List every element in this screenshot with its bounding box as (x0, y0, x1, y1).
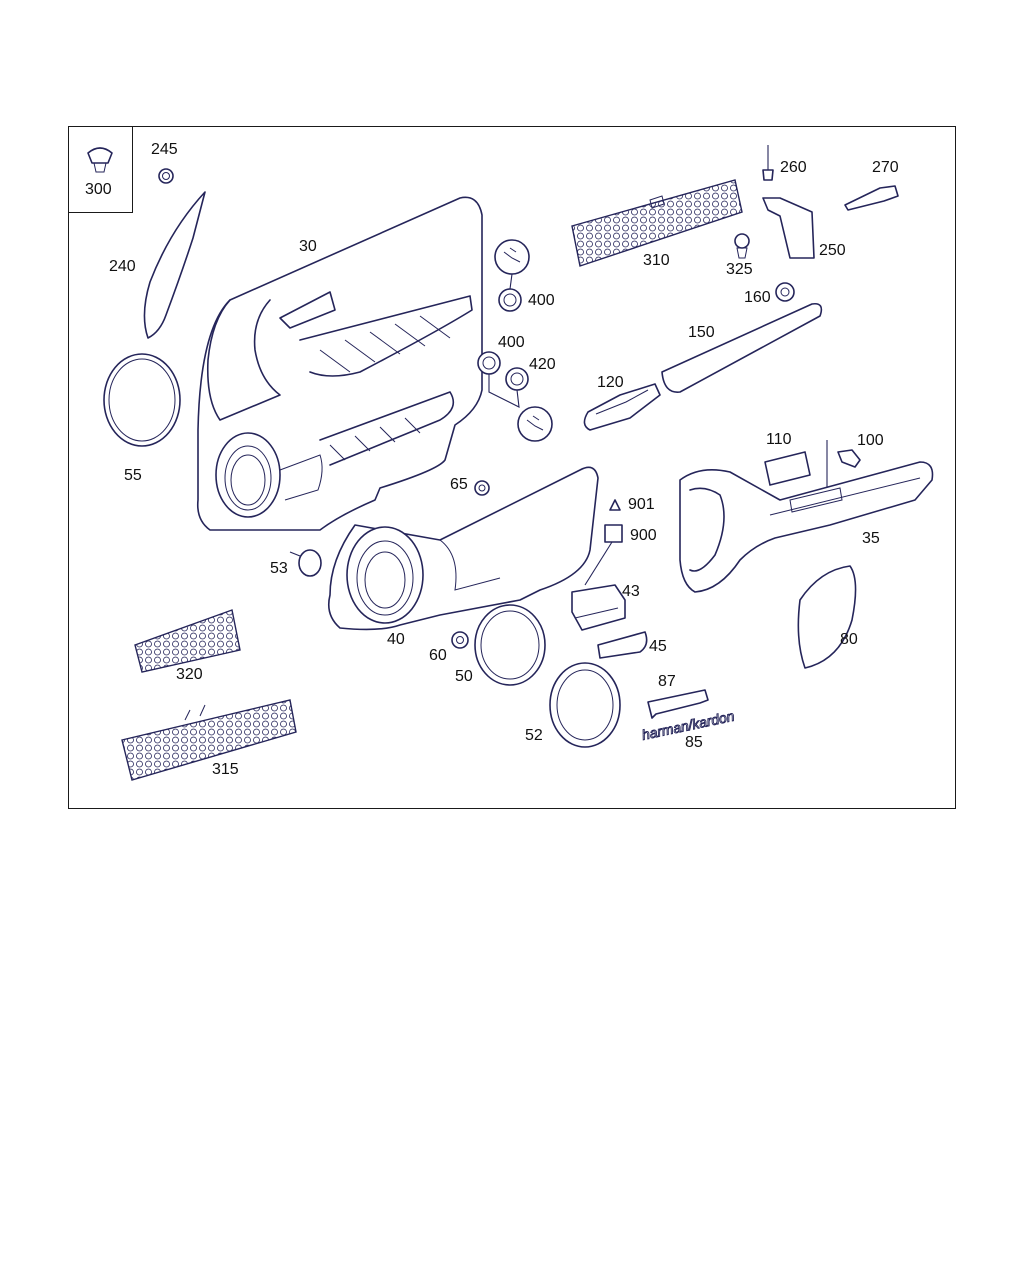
label-part-400-upper: 400 (528, 292, 555, 309)
part-110-cover (764, 451, 811, 486)
label-part-43: 43 (622, 583, 640, 600)
label-part-400-lower: 400 (498, 334, 525, 351)
label-part-53: 53 (270, 560, 288, 577)
label-part-55: 55 (124, 467, 142, 484)
label-part-901: 901 (628, 496, 655, 513)
part-52-speaker-ring (549, 662, 621, 748)
label-part-100: 100 (857, 432, 884, 449)
part-270-rivet (844, 185, 899, 211)
part-245-screw (158, 168, 174, 184)
label-part-300: 300 (85, 181, 112, 198)
part-55-speaker-seal (103, 353, 181, 447)
label-part-245: 245 (151, 141, 178, 158)
label-part-110: 110 (766, 431, 792, 448)
part-35-armrest-trim (679, 461, 934, 593)
part-901-900-connectors (604, 499, 623, 543)
part-60-clip (451, 631, 469, 649)
label-part-80: 80 (840, 631, 858, 648)
label-part-35: 35 (862, 530, 880, 547)
part-150-trim-strip (661, 302, 823, 393)
label-part-260: 260 (780, 159, 807, 176)
label-part-45: 45 (649, 638, 667, 655)
part-100-screw (826, 440, 861, 490)
part-260-pin (762, 145, 774, 181)
part-325-screw (734, 233, 750, 259)
part-315-long-grille (121, 699, 297, 781)
label-part-320: 320 (176, 666, 203, 683)
part-43-switch-module (571, 541, 626, 631)
label-part-87: 87 (658, 673, 676, 690)
label-part-900: 900 (630, 527, 657, 544)
part-320-lower-grille (134, 609, 241, 673)
label-part-30: 30 (299, 238, 317, 255)
part-45-switch-trim (597, 631, 648, 659)
part-40-lower-door-panel (327, 466, 599, 631)
part-80-cover (797, 565, 857, 669)
label-part-325: 325 (726, 261, 753, 278)
part-30-door-panel (196, 196, 483, 531)
label-part-250: 250 (819, 242, 846, 259)
label-part-310: 310 (643, 252, 670, 269)
label-part-240: 240 (109, 258, 136, 275)
part-87-emblem-bracket (647, 689, 709, 719)
label-part-120: 120 (597, 374, 624, 391)
label-part-60: 60 (429, 647, 447, 664)
label-part-420: 420 (529, 356, 556, 373)
label-part-270: 270 (872, 159, 899, 176)
part-250-bracket (762, 197, 815, 259)
inset-box-part-300 (68, 126, 133, 213)
part-300-clip (87, 147, 113, 173)
label-part-40: 40 (387, 631, 405, 648)
label-part-50: 50 (455, 668, 473, 685)
label-part-52: 52 (525, 727, 543, 744)
label-part-65: 65 (450, 476, 468, 493)
part-240-triangle-cover (143, 191, 206, 339)
part-65-clip (474, 480, 490, 496)
label-part-315: 315 (212, 761, 239, 778)
part-400-420-fasteners (477, 239, 553, 442)
part-120-door-handle (583, 383, 661, 431)
part-50-speaker-ring (474, 604, 546, 686)
label-part-85: 85 (685, 734, 703, 751)
part-160-clip (775, 282, 795, 302)
label-part-160: 160 (744, 289, 771, 306)
part-53-plug (289, 549, 322, 577)
part-310-speaker-grille (571, 179, 743, 267)
label-part-150: 150 (688, 324, 715, 341)
diagram-frame (68, 126, 956, 809)
